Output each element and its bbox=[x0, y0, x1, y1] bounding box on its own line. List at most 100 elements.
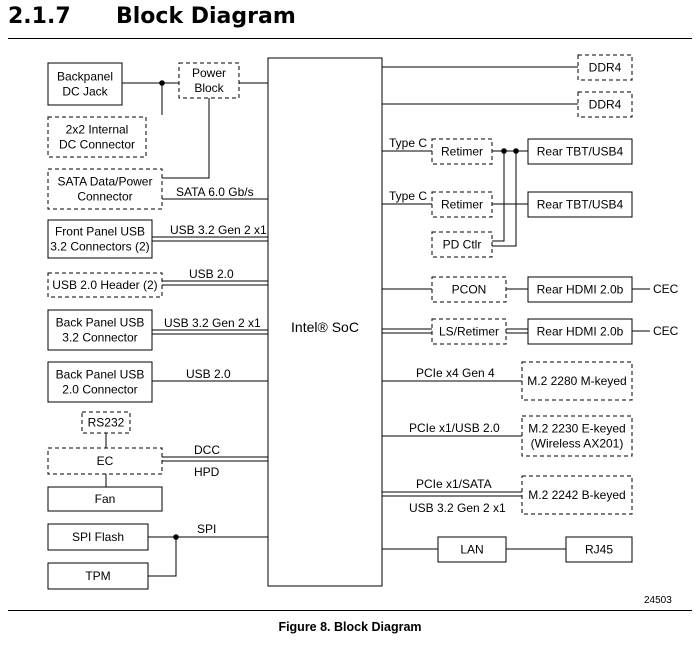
back-usb32-box bbox=[47, 309, 153, 351]
back-usb20-label: Back Panel USB bbox=[56, 368, 145, 382]
link-label-back-usb32: USB 3.2 Gen 2 x1 bbox=[164, 316, 261, 330]
link-label-typec-1: Type C bbox=[389, 136, 427, 150]
lan-label: LAN bbox=[460, 543, 483, 557]
retimer-2-label: Retimer bbox=[441, 198, 483, 212]
link-label-usb2-header: USB 2.0 bbox=[189, 267, 234, 281]
backpanel-dc-jack-label: Backpanel bbox=[57, 70, 113, 84]
figure-id: 24503 bbox=[644, 595, 672, 606]
rear-tbt-1-box bbox=[527, 138, 633, 165]
rj45-box bbox=[565, 536, 633, 563]
ddr4-1-label: DDR4 bbox=[589, 61, 622, 75]
m2-2230-label: M.2 2230 E-keyed bbox=[528, 422, 625, 436]
spi-flash-box bbox=[47, 523, 149, 551]
tbt-junction-dot-2 bbox=[513, 148, 519, 154]
rj45-label: RJ45 bbox=[585, 543, 613, 557]
pcon-label: PCON bbox=[452, 283, 487, 297]
rear-tbt-1-label: Rear TBT/USB4 bbox=[537, 145, 624, 159]
m2-2242-label: M.2 2242 B-keyed bbox=[528, 488, 625, 502]
back-usb32-label: Back Panel USB bbox=[56, 316, 145, 330]
rs232-box bbox=[81, 411, 131, 434]
link-label-pcie-x4: PCIe x4 Gen 4 bbox=[416, 366, 495, 380]
m2-2280-box bbox=[521, 361, 633, 401]
rear-tbt-2-box bbox=[527, 191, 633, 218]
usb2-header-box bbox=[47, 272, 163, 298]
rear-hdmi-2-label: Rear HDMI 2.0b bbox=[537, 325, 624, 339]
power-block-label: Block bbox=[194, 81, 224, 95]
power-junction-dot bbox=[159, 80, 165, 86]
bottom-rule bbox=[8, 610, 692, 611]
internal-dc-box bbox=[47, 116, 147, 158]
soc-box bbox=[267, 57, 383, 587]
junction-dots bbox=[159, 80, 519, 540]
back-usb20-label: 2.0 Connector bbox=[62, 383, 137, 397]
sata-conn-label: SATA Data/Power bbox=[58, 175, 153, 189]
retimer-1-label: Retimer bbox=[441, 145, 483, 159]
link-label-pcie-usb: PCIe x1/USB 2.0 bbox=[409, 421, 500, 435]
m2-2230-label: (Wireless AX201) bbox=[531, 437, 624, 451]
link-label-dcc: DCC bbox=[194, 443, 220, 457]
fan-box bbox=[47, 486, 163, 512]
pcon-box bbox=[431, 276, 507, 303]
figure-caption: Figure 8. Block Diagram bbox=[278, 620, 422, 634]
rear-hdmi-2-box bbox=[527, 318, 633, 345]
front-usb-box bbox=[47, 219, 153, 259]
spi-flash-label: SPI Flash bbox=[72, 530, 124, 544]
tpm-label: TPM bbox=[85, 569, 110, 583]
link-label-back-usb20: USB 2.0 bbox=[186, 367, 231, 381]
usb2-header-label: USB 2.0 Header (2) bbox=[52, 278, 157, 292]
ec-label: EC bbox=[97, 454, 114, 468]
spi-junction-dot bbox=[173, 534, 179, 540]
sata-conn-box bbox=[47, 168, 163, 210]
link-label-hpd: HPD bbox=[194, 465, 220, 479]
retimer-2-box bbox=[431, 191, 493, 218]
back-usb32-label: 3.2 Connector bbox=[62, 331, 137, 345]
internal-dc-label: 2x2 Internal bbox=[66, 123, 129, 137]
pd-ctlr-label: PD Ctlr bbox=[443, 238, 482, 252]
section-title: Block Diagram bbox=[116, 4, 296, 29]
ec-box bbox=[47, 447, 163, 475]
tbt-junction-dot-1 bbox=[501, 148, 507, 154]
sata-conn-label: Connector bbox=[77, 190, 132, 204]
link-label-spi: SPI bbox=[197, 522, 216, 536]
front-usb-label: 3.2 Connectors (2) bbox=[50, 240, 149, 254]
connector-lines bbox=[105, 66, 650, 577]
top-rule bbox=[8, 38, 692, 39]
ddr4-2-label: DDR4 bbox=[589, 98, 622, 112]
section-heading: 2.1.7 Block Diagram bbox=[8, 4, 296, 29]
pd-ctlr-box bbox=[431, 231, 493, 258]
link-label-sata: SATA 6.0 Gb/s bbox=[176, 185, 254, 199]
rear-hdmi-1-box bbox=[527, 276, 633, 303]
back-usb20-box bbox=[47, 361, 153, 403]
backpanel-dc-jack-box bbox=[47, 62, 123, 106]
link-label-typec-2: Type C bbox=[389, 189, 427, 203]
ddr4-2-box bbox=[577, 91, 633, 118]
front-usb-label: Front Panel USB bbox=[55, 225, 145, 239]
fan-label: Fan bbox=[95, 492, 116, 506]
m2-2242-box bbox=[521, 475, 633, 515]
rs232-label: RS232 bbox=[88, 416, 125, 430]
tpm-box bbox=[47, 562, 149, 590]
rear-tbt-2-label: Rear TBT/USB4 bbox=[537, 198, 624, 212]
link-label-front-usb: USB 3.2 Gen 2 x1 bbox=[170, 223, 267, 237]
power-block-box bbox=[178, 62, 240, 99]
m2-2230-box bbox=[521, 415, 633, 457]
link-label-cec-1: CEC bbox=[653, 282, 679, 296]
lan-box bbox=[437, 536, 507, 563]
ddr4-1-box bbox=[577, 54, 633, 81]
ls-retimer-label: LS/Retimer bbox=[439, 325, 499, 339]
section-number: 2.1.7 bbox=[8, 4, 71, 29]
internal-dc-label: DC Connector bbox=[59, 138, 135, 152]
ls-retimer-box bbox=[431, 318, 507, 345]
link-label-pcie-sata: PCIe x1/SATA bbox=[416, 477, 492, 491]
backpanel-dc-jack-label: DC Jack bbox=[62, 85, 108, 99]
link-label-usb32-bot: USB 3.2 Gen 2 x1 bbox=[409, 501, 506, 515]
link-label-cec-2: CEC bbox=[653, 324, 679, 338]
rear-hdmi-1-label: Rear HDMI 2.0b bbox=[537, 283, 624, 297]
m2-2280-label: M.2 2280 M-keyed bbox=[527, 374, 626, 388]
power-block-label: Power bbox=[192, 66, 226, 80]
retimer-1-box bbox=[431, 138, 493, 165]
soc-label: Intel® SoC bbox=[291, 319, 359, 335]
